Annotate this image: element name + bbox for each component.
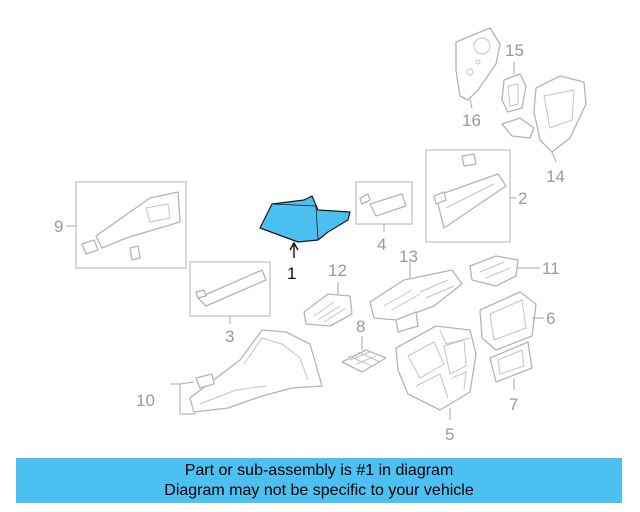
part-7: 7 xyxy=(489,341,533,414)
part-13: 13 xyxy=(369,247,463,333)
callout-3: 3 xyxy=(225,327,234,346)
callout-14: 14 xyxy=(546,167,565,186)
part-3: 3 xyxy=(189,261,271,346)
parts-diagram: 16 15 14 2 4 9 xyxy=(54,27,587,444)
callout-6: 6 xyxy=(546,309,555,328)
callout-11: 11 xyxy=(542,259,560,278)
callout-5: 5 xyxy=(445,425,454,444)
part-2: 2 xyxy=(425,149,527,243)
callout-8: 8 xyxy=(356,317,365,336)
callout-12: 12 xyxy=(328,261,347,280)
callout-7: 7 xyxy=(509,395,518,414)
banner-line-disclaimer: Diagram may not be specific to your vehi… xyxy=(164,482,474,499)
callout-2: 2 xyxy=(518,189,527,208)
callout-4: 4 xyxy=(377,235,386,254)
info-banner: Part or sub-assembly is #1 in diagram Di… xyxy=(16,458,622,503)
callout-15: 15 xyxy=(505,41,524,60)
callout-16: 16 xyxy=(462,111,481,130)
part-9: 9 xyxy=(54,181,187,269)
part-8: 8 xyxy=(341,317,387,373)
part-4: 4 xyxy=(355,181,413,254)
banner-line-part: Part or sub-assembly is #1 in diagram xyxy=(184,462,454,479)
part-1-highlighted: 1 xyxy=(259,195,351,283)
callout-9: 9 xyxy=(54,217,63,236)
callout-1: 1 xyxy=(287,264,296,283)
part-15: 15 xyxy=(501,41,527,113)
part-16: 16 xyxy=(455,27,501,130)
part-10: 10 xyxy=(136,329,323,415)
callout-10: 10 xyxy=(136,391,155,410)
part-11: 11 xyxy=(469,255,560,287)
part-6: 6 xyxy=(479,291,555,351)
part-14: 14 xyxy=(501,75,587,186)
callout-13: 13 xyxy=(399,247,418,266)
part-12: 12 xyxy=(303,261,353,327)
part-5: 5 xyxy=(395,325,477,444)
